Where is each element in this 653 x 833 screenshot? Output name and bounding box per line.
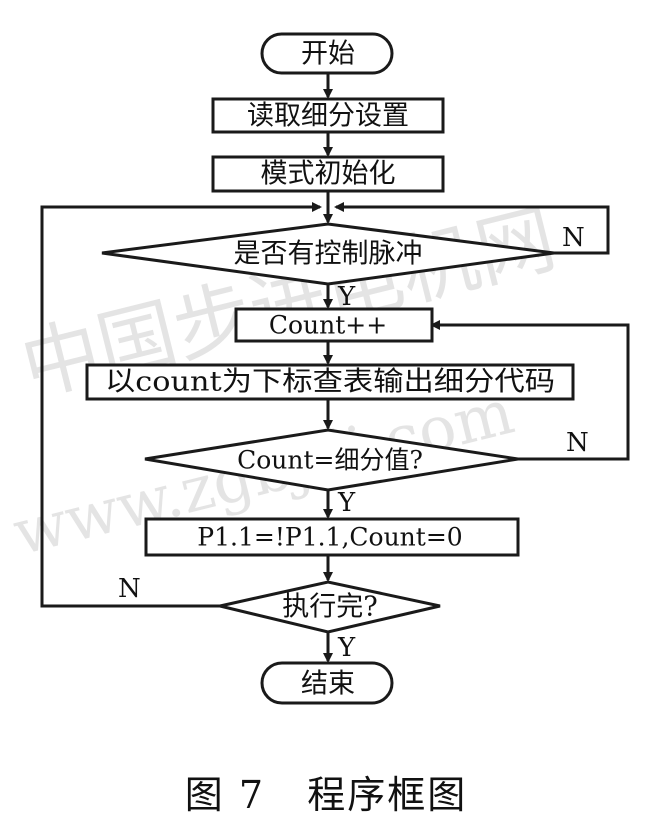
label-done-no: N (118, 574, 141, 604)
label-done-yes: Y (337, 633, 356, 663)
label-pulse-no: N (562, 223, 585, 253)
node-done-check: 执行完? (219, 580, 441, 634)
figure-caption: 图 7 程序框图 (185, 773, 468, 817)
node-has-pulse-label: 是否有控制脉冲 (234, 239, 423, 270)
node-toggle-reset: P1.1=!P1.1,Count=0 (144, 517, 520, 557)
label-count-no: N (566, 428, 589, 458)
node-start: 开始 (260, 32, 394, 75)
edge-labels: N Y N Y N Y (118, 223, 589, 663)
node-count-inc-label: Count++ (269, 311, 387, 340)
node-count-check-label: Count=细分值? (237, 446, 423, 475)
label-count-yes: Y (337, 488, 356, 518)
node-lookup-output-label: 以count为下标查表输出细分代码 (105, 367, 555, 398)
node-read-settings: 读取细分设置 (211, 97, 445, 134)
node-end: 结束 (260, 661, 394, 705)
node-has-pulse: 是否有控制脉冲 (101, 222, 555, 286)
label-pulse-yes: Y (337, 282, 356, 312)
edge-done-no-loop (40, 202, 322, 608)
node-mode-init-label: 模式初始化 (261, 159, 396, 190)
edges (40, 73, 630, 663)
node-mode-init: 模式初始化 (211, 155, 445, 193)
node-start-label: 开始 (301, 39, 355, 70)
node-done-check-label: 执行完? (282, 592, 377, 623)
node-toggle-reset-label: P1.1=!P1.1,Count=0 (197, 523, 462, 552)
node-end-label: 结束 (301, 669, 355, 700)
edge-pulse-no-loop (334, 202, 610, 255)
node-read-settings-label: 读取细分设置 (247, 101, 409, 132)
node-count-inc: Count++ (234, 307, 434, 343)
node-count-check: Count=细分值? (144, 428, 519, 492)
edge-count-no-loop (430, 320, 630, 461)
node-lookup-output: 以count为下标查表输出细分代码 (85, 363, 575, 401)
